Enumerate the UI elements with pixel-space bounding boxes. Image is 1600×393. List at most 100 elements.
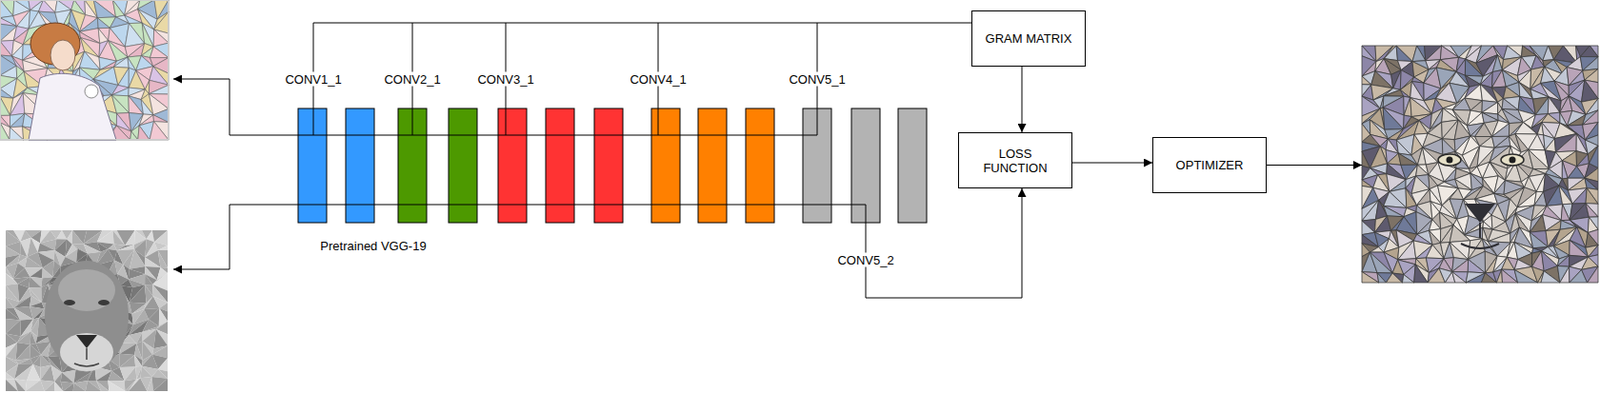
mosaic-piece (1494, 180, 1506, 196)
mosaic-piece (1528, 174, 1545, 193)
stained-glass-piece (138, 125, 150, 140)
mosaic-piece (1545, 220, 1561, 232)
stained-glass-piece (17, 10, 31, 30)
mosaic-piece (1557, 266, 1569, 284)
lion-eye (1438, 154, 1461, 166)
mane-texture (129, 284, 147, 304)
mosaic-piece (1556, 134, 1578, 153)
lion-mouth (74, 348, 100, 367)
mosaic-piece (1449, 188, 1463, 200)
mane-texture (120, 354, 136, 368)
stained-glass-piece (141, 22, 154, 47)
layer-name: CONV4_1 (627, 72, 688, 87)
mane-texture (17, 331, 31, 345)
mane-texture (158, 245, 168, 251)
mosaic-piece (1560, 204, 1570, 221)
mosaic-piece (1398, 240, 1417, 260)
stained-glass-piece (149, 121, 169, 140)
mosaic-piece (1541, 114, 1560, 124)
mosaic-piece (1452, 272, 1467, 283)
layer-name: CONV3_1 (475, 72, 536, 87)
mosaic-piece (1468, 251, 1486, 274)
stained-glass-piece (148, 80, 169, 94)
mane-texture (14, 308, 34, 321)
lion-nose (1464, 203, 1496, 223)
mosaic-piece (1422, 147, 1439, 165)
mosaic-piece (1494, 176, 1506, 195)
mosaic-piece (1424, 45, 1442, 61)
mane-texture (153, 329, 168, 349)
mosaic-piece (1580, 57, 1599, 72)
conv-layer (594, 108, 623, 223)
mane-texture (74, 380, 88, 392)
mosaic-piece (1401, 275, 1414, 284)
mane-texture (14, 296, 32, 309)
stained-glass-piece (141, 22, 154, 47)
mosaic-piece (1425, 45, 1442, 61)
mane-texture (30, 331, 37, 345)
content-input-line (173, 204, 866, 270)
mosaic-piece (1554, 134, 1577, 153)
conv-layer (498, 108, 527, 223)
mosaic-piece (1383, 191, 1407, 208)
mane-texture (18, 359, 34, 365)
vgg-layers (298, 108, 927, 223)
mane-texture (144, 274, 153, 285)
mane-texture (76, 248, 88, 262)
process-box: LOSS FUNCTION (958, 132, 1073, 189)
flow-arrow (1021, 66, 1023, 133)
mosaic-piece (1382, 107, 1404, 130)
mane-texture (153, 379, 168, 392)
stained-glass-piece (148, 84, 169, 95)
lion-eye (1500, 154, 1524, 166)
mane-texture (62, 383, 74, 393)
stained-glass-piece (0, 40, 13, 57)
mosaic-piece (1373, 96, 1384, 109)
mosaic-piece (1361, 76, 1372, 85)
mane-texture (120, 343, 138, 356)
mosaic-piece (1569, 240, 1588, 258)
process-box: OPTIMIZER (1152, 137, 1267, 194)
wires (173, 22, 1362, 299)
layer-name: CONV5_1 (786, 72, 847, 87)
mane-texture (14, 379, 26, 392)
mosaic-piece (1582, 57, 1599, 72)
network-name: Pretrained VGG-19 (318, 239, 428, 254)
stained-glass-piece (111, 87, 129, 97)
mane-texture (124, 230, 135, 246)
conv-layer (298, 108, 327, 223)
mosaic-piece (1449, 240, 1471, 260)
lion-pupil (1509, 157, 1517, 164)
lion-eye (98, 300, 110, 306)
mane-texture (152, 377, 169, 392)
mane-texture (128, 332, 143, 344)
mane-texture (5, 298, 15, 310)
mane-texture (14, 296, 32, 309)
mosaic-piece (1560, 266, 1570, 283)
mosaic-piece (1414, 120, 1428, 135)
stained-glass-piece (128, 96, 144, 115)
mane-texture (158, 358, 168, 372)
mane-texture (30, 268, 43, 280)
mane-texture (44, 381, 56, 392)
mane-texture (97, 230, 115, 245)
mosaic-piece (1414, 264, 1428, 283)
mosaic-piece (1475, 122, 1493, 137)
stained-glass-piece (124, 23, 144, 48)
figure-face (50, 40, 76, 71)
mane-texture (51, 365, 63, 382)
mane-texture (5, 373, 15, 380)
mosaic-piece (1542, 45, 1555, 61)
mosaic-piece (1557, 255, 1569, 267)
layer-name: CONV1_1 (282, 72, 343, 87)
stained-glass-piece (114, 57, 130, 68)
process-box: GRAM MATRIX (971, 10, 1086, 67)
mane-texture (117, 230, 136, 246)
mane-texture (96, 380, 109, 392)
conv-layer (745, 108, 775, 223)
stained-glass-piece (128, 96, 144, 115)
mane-texture (107, 380, 125, 392)
mane-texture (154, 241, 168, 251)
mosaic-piece (1492, 55, 1502, 73)
